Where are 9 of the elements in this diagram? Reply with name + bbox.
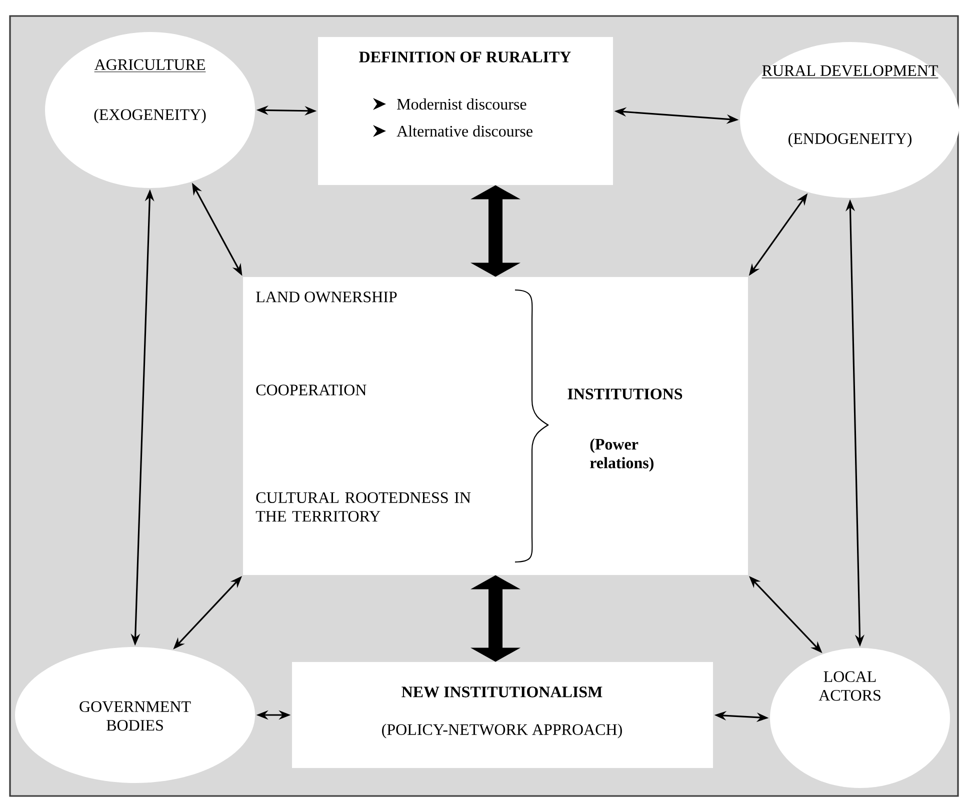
concept-box: NEW INSTITUTIONALISM (POLICY-NETWORK APPROACH) [292,662,713,768]
concept-oval: RURAL DEVELOPMENT (ENDOGENEITY) [740,42,960,198]
institutions-box: LAND OWNERSHIP COOPERATION CULTURAL ROOTEDNESS IN THE TERRITORY INSTITUTIONS (Power relations) [243,277,748,575]
block-arrow [470,185,520,277]
block-arrow [470,575,520,662]
actor-oval: GOVERNMENT BODIES [15,647,255,783]
concept-box: DEFINITION OF RURALITY Modernist discourse Alternative discourse [318,37,613,185]
concept-oval: AGRICULTURE (EXOGENEITY) [45,32,255,188]
actor-oval: LOCAL ACTORS [770,648,950,788]
